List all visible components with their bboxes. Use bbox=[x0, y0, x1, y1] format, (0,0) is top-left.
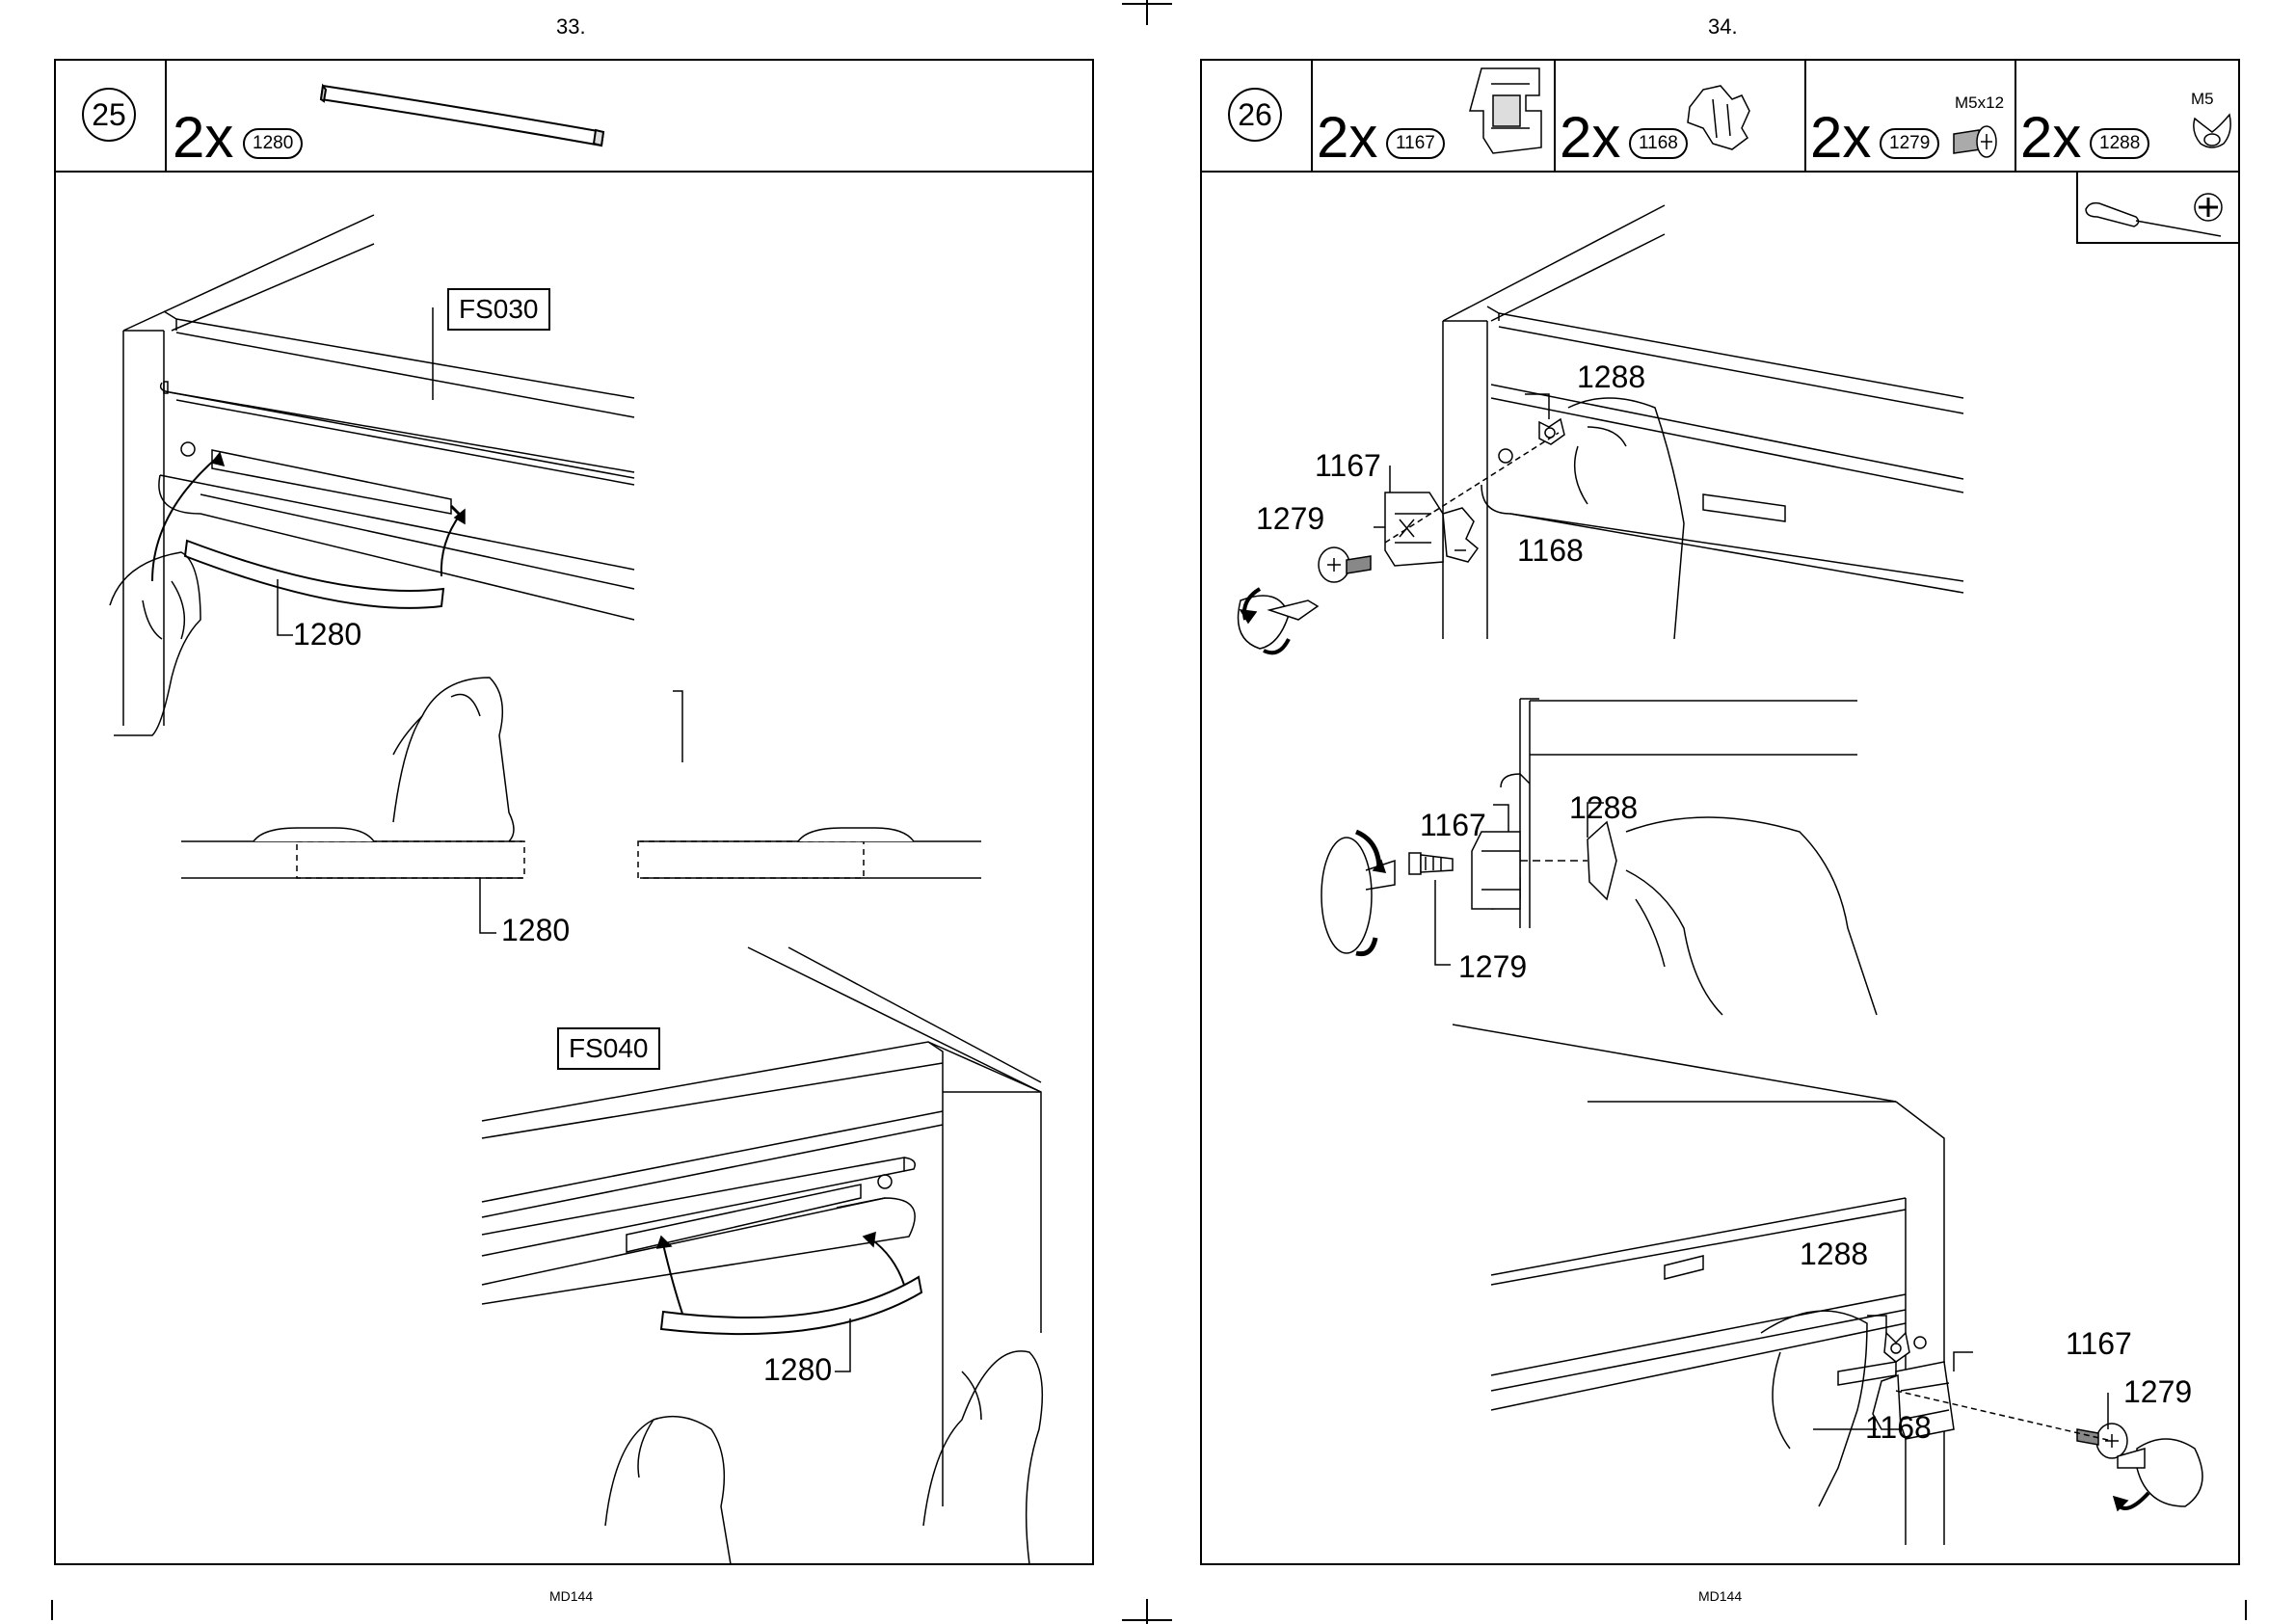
label-1280-section: 1280 bbox=[501, 913, 570, 948]
step-26-frame: 26 2x 1167 2x 1168 2x 1279 M5x12 2x 1288… bbox=[1200, 59, 2240, 1565]
label-1167-bot: 1167 bbox=[2066, 1326, 2132, 1362]
label-1279-bot: 1279 bbox=[2123, 1374, 2192, 1410]
label-1288-mid: 1288 bbox=[1569, 790, 1638, 826]
label-1167-mid: 1167 bbox=[1420, 808, 1486, 843]
label-1279-top: 1279 bbox=[1256, 501, 1324, 537]
label-1167-top: 1167 bbox=[1315, 448, 1381, 484]
label-1168-top: 1168 bbox=[1517, 533, 1584, 569]
page-number-left: 33. bbox=[556, 14, 586, 40]
step-25-illustration bbox=[56, 61, 1096, 1567]
label-1288-bot: 1288 bbox=[1800, 1237, 1868, 1272]
label-1280-bottom: 1280 bbox=[763, 1352, 832, 1388]
step-25-frame: 25 2x 1280 bbox=[54, 59, 1094, 1565]
footer-right: MD144 bbox=[1698, 1588, 1742, 1604]
footer-left: MD144 bbox=[549, 1588, 593, 1604]
label-1288-top: 1288 bbox=[1577, 359, 1645, 395]
label-fs040: FS040 bbox=[557, 1027, 660, 1070]
label-fs030: FS030 bbox=[447, 288, 550, 331]
label-1280-top: 1280 bbox=[293, 617, 361, 652]
page-number-right: 34. bbox=[1708, 14, 1738, 40]
label-1168-bot: 1168 bbox=[1865, 1410, 1932, 1446]
label-1279-mid: 1279 bbox=[1458, 949, 1527, 985]
